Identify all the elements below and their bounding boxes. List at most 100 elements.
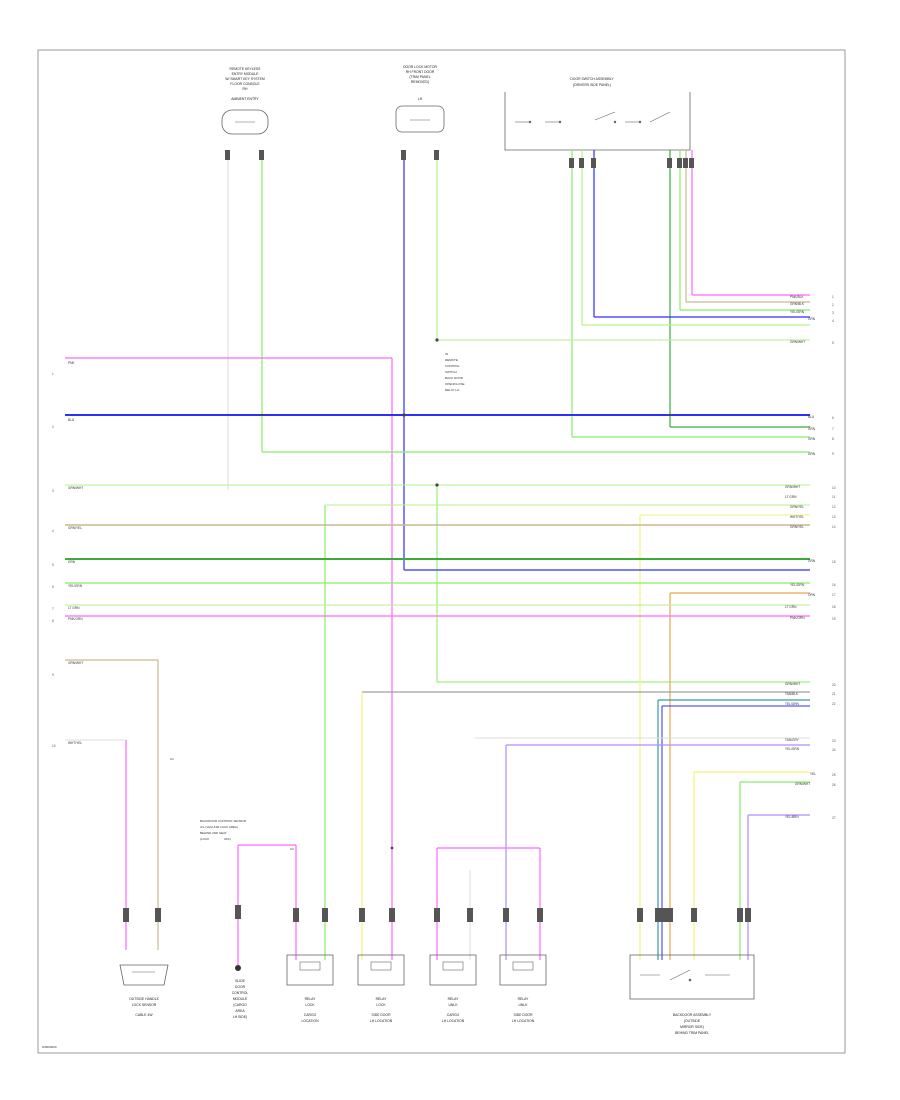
svg-text:WHT/YEL: WHT/YEL [790, 515, 804, 519]
svg-text:WHT/YEL: WHT/YEL [68, 741, 82, 745]
svg-text:LOCK SENSOR: LOCK SENSOR [132, 1003, 157, 1007]
backdoor-assembly: BACKDOOR ASSEMBLY (OUTSIDE MIRROR SIDE) … [629, 908, 755, 1035]
svg-text:BACKDOOR CONTROL SENSOR: BACKDOOR CONTROL SENSOR [200, 819, 247, 823]
svg-text:9: 9 [832, 452, 834, 456]
door-switch-assembly: DOOR SWITCH ASSEMBLY (DRIVERS SIDE PANEL… [504, 77, 691, 151]
svg-text:REMOTE: REMOTE [445, 358, 458, 362]
svg-text:11: 11 [832, 495, 836, 499]
svg-text:GRN/YEL: GRN/YEL [68, 526, 82, 530]
svg-text:YEL/GRN: YEL/GRN [790, 583, 805, 587]
svg-text:RELAY: RELAY [518, 997, 530, 1001]
svg-text:7: 7 [832, 427, 834, 431]
svg-text:3: 3 [832, 311, 834, 315]
svg-text:YEL/GRN: YEL/GRN [68, 584, 83, 588]
door-lock-motor: DOOR LOCK MOTOR RH FRONT DOOR (TRIM PANE… [395, 65, 445, 133]
svg-text:LH SIDE): LH SIDE) [233, 1015, 247, 1019]
svg-text:2: 2 [52, 425, 54, 429]
svg-text:CABLE 4W: CABLE 4W [135, 1013, 153, 1017]
svg-text:LOCK: LOCK [305, 1003, 315, 1007]
diagram-frame [37, 49, 846, 1054]
svg-text:C/L (VACUUM LOCK AREA): C/L (VACUUM LOCK AREA) [200, 825, 238, 829]
splice-dots [260, 338, 672, 850]
svg-text:12: 12 [832, 505, 836, 509]
svg-text:10: 10 [52, 744, 56, 748]
relay-unlock-side-door: RELAY UNLK SIDE DOOR LH LOCATION [499, 908, 547, 1023]
door-lock-line-5: LH [418, 97, 423, 101]
door-switch-line-1: DOOR SWITCH ASSEMBLY [570, 77, 614, 81]
svg-text:MIRROR SIDE): MIRROR SIDE) [680, 1025, 704, 1029]
svg-text:(CARGO: (CARGO [233, 1003, 247, 1007]
svg-text:TAN/GRY: TAN/GRY [785, 738, 800, 742]
svg-text:7: 7 [52, 607, 54, 611]
svg-text:PNK/GRN: PNK/GRN [68, 617, 83, 621]
door-switch-line-2: (DRIVERS SIDE PANEL) [573, 83, 611, 87]
svg-text:LT GRN: LT GRN [785, 605, 797, 609]
svg-text:YEL/GRN: YEL/GRN [785, 747, 800, 751]
svg-text:4: 4 [832, 319, 834, 323]
svg-text:21: 21 [832, 692, 836, 696]
svg-text:24: 24 [832, 748, 836, 752]
svg-text:SIDE DOOR: SIDE DOOR [513, 1013, 533, 1017]
svg-text:20: 20 [832, 683, 836, 687]
svg-text:14: 14 [832, 525, 836, 529]
svg-text:BACKDOOR ASSEMBLY: BACKDOOR ASSEMBLY [673, 1013, 712, 1017]
svg-text:BLU: BLU [68, 418, 75, 422]
remote-keyless-line-2: ENTRY MODULE [232, 72, 260, 76]
splice-note: IN REMOTE CONTROL SWITCH BACK DOOR OPEN/… [445, 352, 465, 392]
svg-text:8: 8 [52, 619, 54, 623]
svg-text:GRN: GRN [68, 560, 76, 564]
svg-text:17: 17 [832, 593, 836, 597]
door-lock-line-4: REMOVED) [411, 80, 429, 84]
svg-text:ORN: ORN [808, 593, 816, 597]
footer-code: W0000000 [42, 1045, 57, 1049]
svg-text:1: 1 [832, 295, 834, 299]
svg-text:LOCK: LOCK [376, 1003, 386, 1007]
remote-keyless-module: REMOTE KEYLESS ENTRY MODULE W/ SMART KEY… [221, 67, 269, 135]
svg-text:5: 5 [52, 563, 54, 567]
svg-text:5: 5 [832, 341, 834, 345]
svg-text:OFF): OFF) [224, 837, 231, 841]
left-wire-labels: 1 PNK 2 BLU 3 GRN/WHT 4 GRN/YEL 5 GRN 6 … [52, 361, 83, 748]
svg-text:CONTROL: CONTROL [232, 991, 249, 995]
remote-keyless-line-1: REMOTE KEYLESS [230, 67, 262, 71]
svg-text:GRN/WHT: GRN/WHT [790, 340, 805, 344]
door-lock-line-3: (TRIM PANEL [409, 75, 430, 79]
right-wire-labels: PNK/BLK GRN/BLK YEL/GRN GRN GRN/WHT BLU … [785, 295, 816, 819]
remote-keyless-line-5: RH [243, 87, 248, 91]
svg-text:RELAY: RELAY [376, 997, 388, 1001]
svg-text:UNLK: UNLK [518, 1003, 528, 1007]
svg-text:GRN: GRN [808, 452, 816, 456]
outside-handle-sensor: OUTSIDE HANDLE LOCK SENSOR CABLE 4W [119, 908, 169, 1017]
svg-text:23: 23 [832, 739, 836, 743]
svg-text:GRN/YEL: GRN/YEL [790, 525, 804, 529]
svg-text:LOCATION: LOCATION [301, 1019, 319, 1023]
svg-text:3: 3 [52, 489, 54, 493]
svg-text:2: 2 [832, 303, 834, 307]
svg-text:TEL/GRN: TEL/GRN [785, 702, 800, 706]
svg-text:RELAY LH: RELAY LH [445, 388, 459, 392]
door-lock-line-1: DOOR LOCK MOTOR [403, 65, 437, 69]
svg-text:IN: IN [445, 352, 448, 356]
svg-text:LH LOCATION: LH LOCATION [442, 1019, 465, 1023]
right-pin-numbers: 1 2 3 4 5 6 7 8 9 10 11 12 13 14 15 16 1… [832, 295, 836, 820]
remote-keyless-line-6: AMBIENT ENTRY [231, 97, 259, 101]
svg-text:OPEN/CLOSE: OPEN/CLOSE [445, 382, 465, 386]
svg-text:9: 9 [52, 673, 54, 677]
svg-text:1: 1 [52, 372, 54, 376]
svg-text:DOOR: DOOR [235, 985, 246, 989]
connector-c2: C2 [290, 847, 294, 851]
svg-text:GRN/WHT: GRN/WHT [785, 485, 800, 489]
svg-text:AREA: AREA [235, 1009, 245, 1013]
svg-text:PNK/BLK: PNK/BLK [790, 295, 804, 299]
svg-text:15: 15 [832, 560, 836, 564]
svg-text:YEL: YEL [810, 772, 816, 776]
svg-text:27: 27 [832, 816, 836, 820]
svg-text:GRN/WHT: GRN/WHT [795, 782, 810, 786]
svg-text:BEHIND 2ND SEAT: BEHIND 2ND SEAT [200, 831, 227, 835]
svg-text:YEL/BRN: YEL/BRN [785, 815, 799, 819]
svg-text:4: 4 [52, 529, 54, 533]
svg-text:YEL/GRN: YEL/GRN [790, 310, 805, 314]
svg-text:CONTROL: CONTROL [445, 364, 460, 368]
door-lock-body [395, 105, 445, 133]
